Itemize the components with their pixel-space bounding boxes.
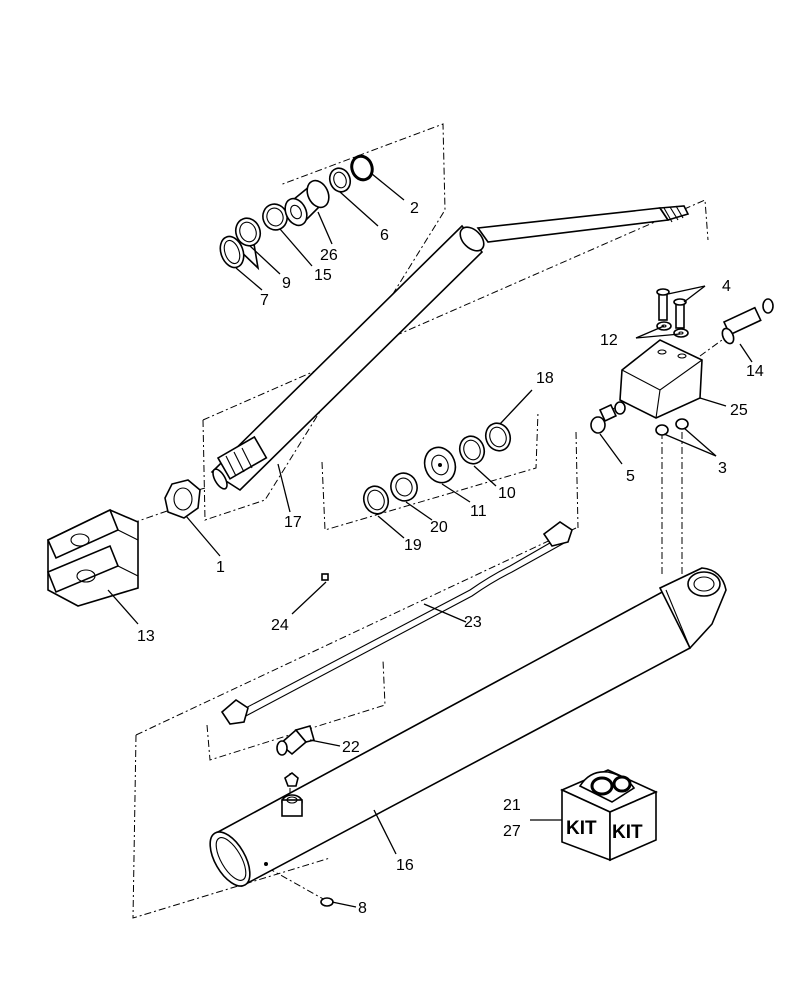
washer-8[interactable] [320, 897, 334, 907]
callout-20[interactable]: 20 [430, 519, 448, 536]
callout-16[interactable]: 16 [396, 857, 414, 874]
callout-9[interactable]: 9 [282, 275, 291, 292]
seal-20[interactable] [387, 469, 421, 504]
piston-seal-group [321, 411, 539, 531]
kit-box-icon: KIT KIT [560, 769, 658, 862]
barrel-group-outline [132, 734, 331, 919]
fitting-5[interactable] [590, 401, 626, 434]
bolt-4a[interactable] [656, 288, 670, 321]
callout-4[interactable]: 4 [722, 278, 731, 295]
callout-13[interactable]: 13 [137, 628, 155, 645]
callout-8[interactable]: 8 [358, 900, 367, 917]
backup-ring-9[interactable] [232, 215, 264, 250]
callout-27[interactable]: 27 [503, 823, 521, 840]
callout-23[interactable]: 23 [464, 614, 482, 631]
callout-21[interactable]: 21 [503, 797, 521, 814]
leader-lines [107, 173, 753, 908]
callout-15[interactable]: 15 [314, 267, 332, 284]
snap-ring[interactable] [216, 233, 248, 271]
callout-25[interactable]: 25 [730, 402, 748, 419]
backup-ring-2[interactable] [348, 153, 375, 182]
callout-24[interactable]: 24 [271, 617, 289, 634]
callout-10[interactable]: 10 [498, 485, 516, 502]
callout-3[interactable]: 3 [718, 460, 727, 477]
kit-label-right: KIT [612, 822, 643, 843]
ring-18[interactable] [482, 420, 514, 455]
callout-labels: 1 2 3 4 5 6 7 8 9 10 11 12 13 14 15 16 1… [137, 200, 764, 917]
callout-7[interactable]: 7 [260, 292, 269, 309]
callout-11[interactable]: 11 [470, 503, 487, 520]
ring-10[interactable] [456, 433, 488, 468]
hex-nut[interactable] [164, 479, 201, 519]
kit-label-left: KIT [566, 818, 597, 839]
o-ring-3a[interactable] [655, 424, 669, 436]
valve-block[interactable] [619, 339, 703, 419]
gland-26[interactable] [281, 177, 333, 229]
callout-12[interactable]: 12 [600, 332, 618, 349]
o-ring-6[interactable] [326, 165, 353, 194]
callout-2[interactable]: 2 [410, 200, 419, 217]
callout-19[interactable]: 19 [404, 537, 422, 554]
orifice-nut[interactable] [284, 771, 299, 787]
callout-26[interactable]: 26 [320, 247, 338, 264]
bolt-4b[interactable] [673, 298, 687, 329]
callout-17[interactable]: 17 [284, 514, 302, 531]
callout-14[interactable]: 14 [746, 363, 764, 380]
wear-ring-19[interactable] [360, 483, 392, 518]
o-ring-3b[interactable] [675, 418, 689, 430]
dash-link-5 [575, 431, 579, 529]
callout-6[interactable]: 6 [380, 227, 389, 244]
barrel-group-top-edge [135, 527, 577, 736]
clevis-yoke[interactable] [46, 508, 139, 607]
dash-link-13 [117, 509, 171, 529]
clip-24[interactable] [321, 573, 329, 581]
callout-22[interactable]: 22 [342, 739, 360, 756]
piston-11[interactable] [420, 443, 461, 487]
piston-rod[interactable] [210, 205, 690, 492]
callout-5[interactable]: 5 [626, 468, 635, 485]
relief-valve-14[interactable] [720, 298, 774, 345]
callout-18[interactable]: 18 [536, 370, 554, 387]
cylinder-barrel[interactable] [202, 567, 727, 892]
dash-link-14 [699, 339, 723, 357]
washer-12b[interactable] [673, 328, 689, 338]
callout-1[interactable]: 1 [216, 559, 225, 576]
elbow-fitting[interactable] [276, 725, 315, 756]
hydraulic-hose[interactable] [220, 521, 573, 725]
dash-link-8 [267, 867, 326, 901]
